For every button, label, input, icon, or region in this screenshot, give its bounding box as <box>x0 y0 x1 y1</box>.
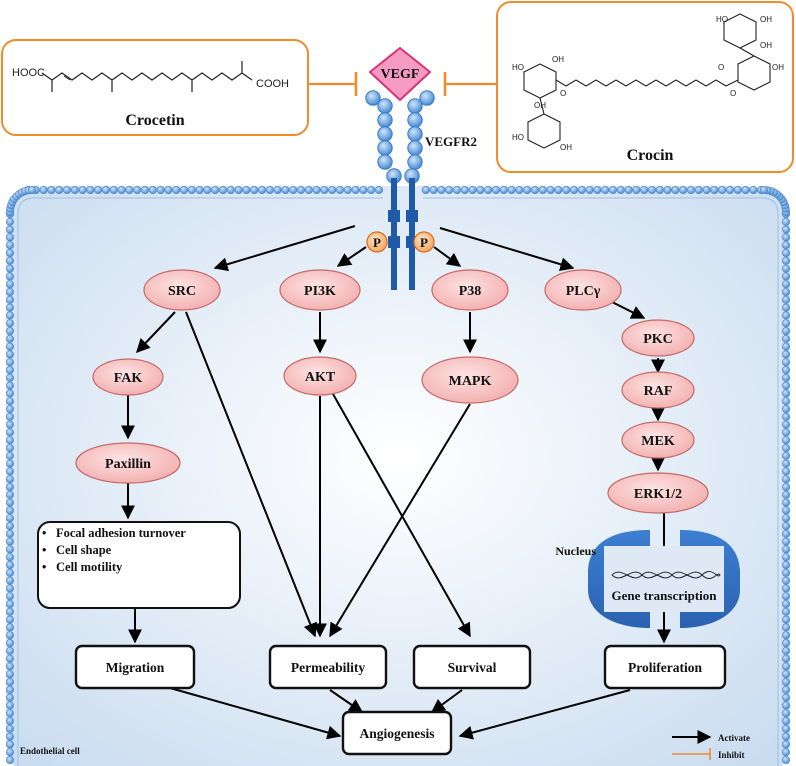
fak-node: FAK <box>92 358 164 396</box>
p38-node: P38 <box>431 269 509 311</box>
outcome-label: Migration <box>106 660 165 675</box>
p38-node-label: P38 <box>459 284 482 299</box>
activation-arrows <box>121 225 671 740</box>
mek-node-label: MEK <box>641 434 675 449</box>
mapk-node-label: MAPK <box>449 374 492 389</box>
nucleus-label: Nucleus <box>555 544 596 558</box>
pkc-node-label: PKC <box>643 332 673 347</box>
crocin-ring-label: OH <box>552 55 564 64</box>
legend-inhibit-label: Inhibit <box>718 750 745 760</box>
crocin-ring-label: OH <box>760 15 772 24</box>
endothelial-cell <box>6 186 790 766</box>
plc-gamma-node-label: PLCγ <box>566 284 601 299</box>
raf-node: RAF <box>621 371 695 409</box>
svg-text:P: P <box>420 235 428 250</box>
dna-helix-icon <box>611 570 721 580</box>
paxillin-node-label: Paxillin <box>105 457 151 472</box>
crocetin-panel: HOOC COOH Crocetin <box>1 39 309 136</box>
akt-node: AKT <box>283 356 357 396</box>
crocin-panel: HO OH OH O OH HO HO OH OH O OH O Crocin <box>496 1 794 173</box>
mapk-node: MAPK <box>421 356 519 404</box>
outcome-migration-box: Migration <box>74 644 196 690</box>
plc-gamma-node: PLCγ <box>544 269 622 311</box>
crocin-ring-label: O <box>560 89 566 98</box>
phospho-site: P <box>366 231 388 253</box>
crocin-ring-label: O <box>730 89 736 98</box>
nucleus: Nucleus Gene transcription <box>555 530 740 628</box>
crocin-ring-label: HO <box>512 133 524 142</box>
vegfr2-receptor: VEGFR2 <box>365 90 477 290</box>
fak-node-label: FAK <box>114 371 143 386</box>
outcome-label: Permeability <box>291 660 365 675</box>
angiogenesis-label: Angiogenesis <box>359 726 434 741</box>
pkc-node: PKC <box>621 319 695 357</box>
paxillin-node: Paxillin <box>75 442 181 484</box>
gene-transcription-label: Gene transcription <box>611 588 717 603</box>
pi3k-node: PI3K <box>279 269 361 311</box>
crocetin-left-group: HOOC <box>12 67 45 79</box>
effects-list-item: Cell motility <box>40 559 240 576</box>
effects-list-item: Cell shape <box>40 542 240 559</box>
legend: Activate Inhibit <box>672 730 750 760</box>
outcome-label: Proliferation <box>628 660 702 675</box>
outcome-label: Survival <box>448 660 497 675</box>
vegf-ligand: VEGF <box>368 46 432 102</box>
crocin-ring-label: OH <box>560 143 572 152</box>
erk-node-label: ERK1/2 <box>634 487 682 502</box>
crocin-ring-label: OH <box>772 63 784 72</box>
effects-list: Focal adhesion turnover Cell shape Cell … <box>40 525 240 576</box>
phospho-site: P <box>413 231 435 253</box>
legend-activate-label: Activate <box>718 733 750 743</box>
akt-node-label: AKT <box>305 370 336 385</box>
endothelial-cell-label: Endothelial cell <box>20 746 80 756</box>
effects-list-item: Focal adhesion turnover <box>40 525 240 542</box>
outcome-permeability-box: Permeability <box>268 644 388 690</box>
crocin-ring-label: OH <box>534 101 546 110</box>
mek-node: MEK <box>621 421 695 459</box>
outcome-survival-box: Survival <box>412 644 532 690</box>
crocin-ring-label: HO <box>512 63 524 72</box>
crocetin-label: Crocetin <box>125 112 184 129</box>
crocin-ring-label: OH <box>760 41 772 50</box>
outcome-proliferation-box: Proliferation <box>603 644 727 690</box>
inhibition-lines <box>308 72 497 96</box>
angiogenesis-box: Angiogenesis <box>341 710 453 756</box>
crocetin-structure <box>41 72 253 81</box>
crocin-label: Crocin <box>627 147 674 164</box>
src-node-label: SRC <box>168 284 196 299</box>
svg-text:P: P <box>373 235 381 250</box>
pi3k-node-label: PI3K <box>304 284 336 299</box>
crocin-ring-label: HO <box>716 15 728 24</box>
cell-membrane <box>6 186 790 766</box>
vegf-label: VEGF <box>381 67 420 82</box>
crocin-ring-label: O <box>718 63 724 72</box>
src-node: SRC <box>143 269 221 311</box>
raf-node-label: RAF <box>644 384 673 399</box>
vegfr2-label: VEGFR2 <box>425 134 477 149</box>
erk-node: ERK1/2 <box>607 472 709 514</box>
crocetin-right-group: COOH <box>256 78 289 90</box>
